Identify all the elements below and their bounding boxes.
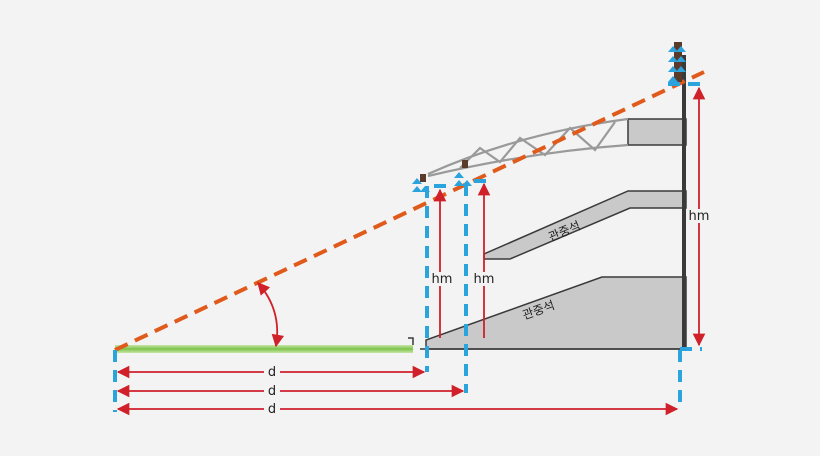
distance-label-3: d [268, 402, 276, 417]
playing-field [115, 345, 413, 353]
distance-label-2: d [268, 384, 276, 399]
height-label-2: hm [474, 272, 495, 287]
reference-lines [113, 82, 702, 412]
upper-stand [483, 190, 687, 260]
height-label-3: hm [689, 209, 710, 224]
roof-truss [427, 117, 629, 178]
height-label-1: hm [432, 272, 453, 287]
roof-edge-light-2 [454, 160, 472, 186]
field-edge-marker [408, 337, 414, 345]
roof-edge-light-1 [412, 174, 430, 192]
roof-support-block [627, 118, 687, 146]
viewing-angle-arc [257, 282, 285, 348]
back-wall [682, 55, 686, 349]
mast-lights [668, 42, 686, 82]
distance-label-1: d [268, 365, 276, 380]
